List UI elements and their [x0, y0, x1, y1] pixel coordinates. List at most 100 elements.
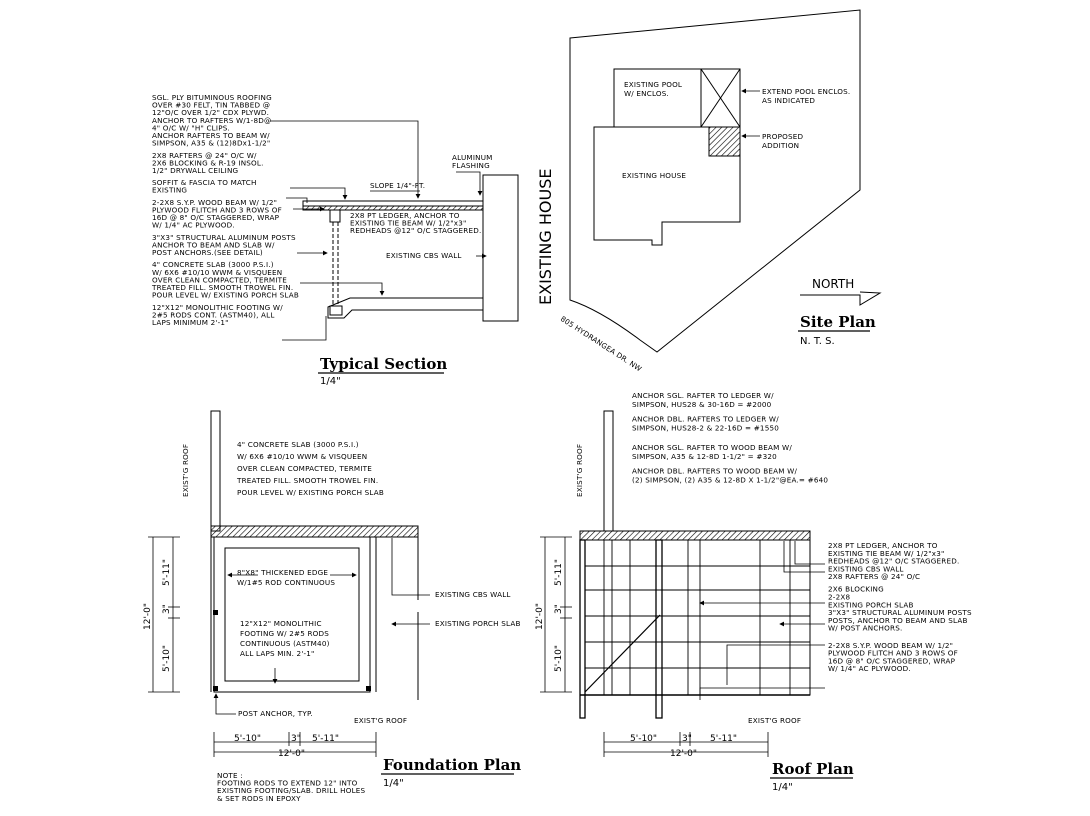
roof-dim-right: 5'-11" — [710, 734, 737, 744]
sec-notes-line: PLYWOOD FLITCH AND 3 ROWS OF — [152, 205, 282, 214]
roof-right-line: 2-2X8 S.Y.P. WOOD BEAM W/ 1/2" — [828, 641, 953, 650]
extend-pool-label: EXTEND POOL ENCLOS.AS INDICATED — [762, 87, 850, 105]
sec-notes-line: 4" CONCRETE SLAB (3000 P.S.I.) — [152, 260, 274, 269]
roof-ledger — [579, 530, 811, 541]
sec-notes-line: 4" O/C W/ "H" CLIPS. — [152, 123, 230, 132]
roof-anchor-line: ANCHOR SGL. RAFTER TO LEDGER W/ — [632, 391, 774, 400]
foundation-plan: EXIST'G ROOF 4" CONCRETE SLAB (3000 P.S.… — [143, 410, 521, 803]
roof-right-line: 2-2X8 — [828, 592, 850, 601]
roof-anchor-line: SIMPSON, HUS28-2 & 22-16D = #1550 — [632, 423, 779, 432]
sec-notes-line: LAPS MINIMUM 2'-1" — [152, 318, 229, 327]
sec-notes-line: 2#5 RODS CONT. (ASTM40), ALL — [152, 310, 275, 319]
roof-right-line: 2X8 PT LEDGER, ANCHOR TO — [828, 541, 938, 550]
roof-dim-v-mid: 3" — [554, 604, 564, 614]
sec-notes-line: ANCHOR RAFTERS TO BEAM W/ — [152, 131, 270, 140]
roof-anchor-line: SIMPSON, A35 & 12-8D 1-1/2" = #320 — [632, 452, 777, 461]
roof-existg-roof-side-label: EXIST'G ROOF — [575, 444, 584, 497]
site-pool-line: W/ ENCLOS. — [624, 89, 669, 98]
roof-anchor-line: ANCHOR SGL. RAFTER TO WOOD BEAM W/ — [632, 443, 792, 452]
sec-notes-line: SGL. PLY BITUMINOUS ROOFING — [152, 93, 272, 102]
foundation-plan-scale: 1/4" — [383, 778, 404, 789]
roof-anchor-line: ANCHOR DBL. RAFTERS TO WOOD BEAM W/ — [632, 467, 797, 476]
fnd-thick-line: W/1#5 ROD CONTINUOUS — [237, 578, 335, 587]
fnd-note-line: & SET RODS IN EPOXY — [217, 794, 301, 803]
roof-right-line: EXISTING TIE BEAM W/ 1/2"x3" — [828, 549, 945, 558]
roof-dim-v-total: 12'-0" — [535, 603, 545, 630]
sec-notes-line: OVER #30 FELT, TIN TABBED @ — [152, 101, 270, 110]
fnd-note-line: FOOTING RODS TO EXTEND 12" INTO — [217, 779, 358, 788]
site-extend-line: EXTEND POOL ENCLOS. — [762, 87, 850, 96]
post-anchor-icon — [213, 686, 218, 691]
sec-notes-line: POST ANCHORS.(SEE DETAIL) — [152, 248, 263, 257]
roof-right-line: 2X8 RAFTERS @ 24" O/C — [828, 572, 920, 581]
fnd-existing-wall-vertical — [210, 410, 221, 532]
site-proposed-line: PROPOSED — [762, 132, 803, 141]
roof-plan-title: Roof Plan — [772, 760, 854, 778]
section-slab — [327, 297, 484, 319]
sec-notes-line: 3"X3" STRUCTURAL ALUMINUM POSTS — [152, 233, 296, 242]
roof-plan-scale: 1/4" — [772, 782, 793, 793]
roof-dim-total: 12'-0" — [670, 749, 697, 759]
fnd-slab-line: 4" CONCRETE SLAB (3000 P.S.I.) — [237, 440, 359, 449]
fnd-dim-left: 5'-10" — [234, 734, 261, 744]
fnd-slab-note: 4" CONCRETE SLAB (3000 P.S.I.)W/ 6X6 #10… — [236, 440, 384, 497]
existing-house-vertical-label: EXISTING HOUSE — [536, 169, 555, 306]
roof-right-line: EXISTING PORCH SLAB — [828, 600, 914, 609]
sec-notes-line: TREATED FILL. SMOOTH TROWEL FIN. — [151, 283, 293, 292]
roof-right-line: PLYWOOD FLITCH AND 3 ROWS OF — [828, 649, 958, 658]
fnd-existg-roof-bottom-label: EXIST'G ROOF — [354, 716, 407, 725]
roof-dim-v-top: 5'-11" — [554, 559, 564, 586]
sec-notes-line: 2X6 BLOCKING & R-19 INSOL. — [152, 158, 264, 167]
fnd-slab-line: TREATED FILL. SMOOTH TROWEL FIN. — [236, 476, 378, 485]
north-label: NORTH — [812, 277, 854, 291]
roof-right-line: W/ POST ANCHORS. — [828, 624, 902, 633]
foundation-plan-title: Foundation Plan — [383, 756, 521, 774]
fnd-note-line: NOTE : — [217, 771, 243, 780]
sec-notes-line: 12"X12" MONOLITHIC FOOTING W/ — [152, 303, 283, 312]
site-boundary — [569, 9, 861, 353]
typical-section-scale: 1/4" — [320, 376, 341, 387]
existing-house-footprint — [593, 126, 741, 246]
site-existing-house-label: EXISTING HOUSE — [622, 171, 686, 180]
fnd-slab-line: OVER CLEAN COMPACTED, TERMITE — [237, 464, 372, 473]
roof-right-line: 2X6 BLOCKING — [828, 585, 884, 594]
site-proposed-line: ADDITION — [762, 141, 799, 150]
sec-notes-line: SIMPSON, A35 & (12)8Dx1-1/2" — [152, 139, 270, 148]
typical-section-title: Typical Section — [320, 355, 447, 373]
fnd-dim-v-total: 12'-0" — [143, 603, 153, 630]
fnd-thickened-edge — [224, 547, 360, 682]
fnd-dim-right: 5'-11" — [312, 734, 339, 744]
sec-notes-line: 2X8 RAFTERS @ 24" O/C W/ — [152, 151, 257, 160]
roof-right-line: 16D @ 8" O/C STAGGERED, WRAP — [828, 656, 956, 665]
roof-right-line: 3"X3" STRUCTURAL ALUMINUM POSTS — [828, 608, 972, 617]
fnd-existing-wall-horizontal — [210, 525, 419, 538]
section-footing — [329, 305, 343, 316]
fnd-dim-v-top: 5'-11" — [162, 559, 172, 586]
sec-ledger-line: REDHEADS @12" O/C STAGGERED. — [350, 226, 481, 235]
roof-wood-beam — [655, 539, 663, 719]
site-plan-title: Site Plan — [800, 313, 876, 331]
fnd-porch-slab-label: EXISTING PORCH SLAB — [435, 619, 521, 628]
roof-dim-v-bot: 5'-10" — [554, 645, 564, 672]
roof-anchor-notes: ANCHOR SGL. RAFTER TO LEDGER W/SIMPSON, … — [632, 391, 828, 485]
sec-notes-line: OVER CLEAN COMPACTED, TERMITE — [152, 275, 287, 284]
sec-ledger-line: 2X8 PT LEDGER, ANCHOR TO — [350, 211, 460, 220]
sec-flash-line: ALUMINUM — [452, 153, 493, 162]
sec-notes-line: EXISTING — [152, 186, 187, 195]
post-anchor-label: POST ANCHOR, TYP. — [238, 709, 313, 718]
roof-framing-outline — [579, 539, 811, 696]
north-arrow-icon — [800, 291, 882, 306]
sec-notes-line: SOFFIT & FASCIA TO MATCH — [152, 178, 257, 187]
fnd-footing-line: FOOTING W/ 2#5 RODS — [240, 629, 329, 638]
section-existing-wall — [482, 174, 519, 322]
sec-ledger-line: EXISTING TIE BEAM W/ 1/2"x3" — [350, 219, 467, 228]
roof-plan: EXIST'G ROOF ANCHOR SGL. RAFTER TO LEDGE… — [535, 391, 972, 793]
